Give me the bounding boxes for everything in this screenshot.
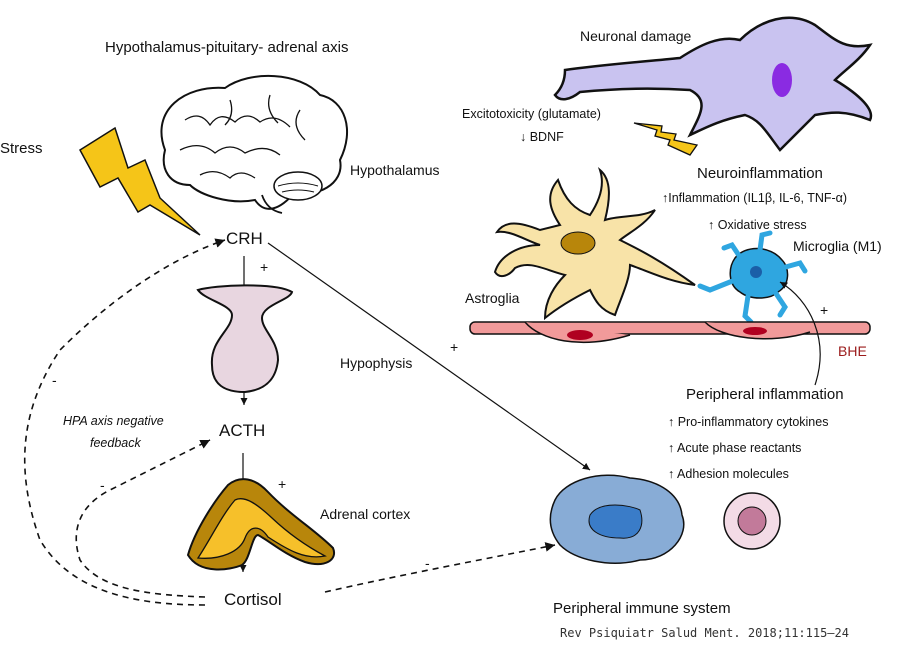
pituitary-gland-icon bbox=[196, 284, 294, 394]
microglia-label: Microglia (M1) bbox=[793, 238, 882, 254]
adrenal-cortex-icon bbox=[186, 478, 336, 571]
neuron-icon bbox=[553, 16, 873, 152]
stress-label: Stress bbox=[0, 140, 43, 157]
cortisol-to-crh-feedback-arrow bbox=[23, 238, 226, 606]
acute-phase-label: ↑ Acute phase reactants bbox=[668, 441, 801, 455]
hypophysis-label: Hypophysis bbox=[340, 355, 412, 371]
microglia-icon bbox=[697, 230, 808, 325]
cytokines-label: ↑ Pro-inflammatory cytokines bbox=[668, 415, 828, 429]
diagram-title: Hypothalamus-pituitary- adrenal axis bbox=[105, 39, 348, 56]
bhe-label: BHE bbox=[838, 343, 867, 359]
hypothalamus-label: Hypothalamus bbox=[350, 162, 440, 178]
peripheral-immune-label: Peripheral immune system bbox=[553, 600, 731, 617]
plus-sign: + bbox=[278, 476, 286, 492]
minus-sign: - bbox=[52, 372, 57, 388]
neuronal-damage-label: Neuronal damage bbox=[580, 28, 692, 44]
oxidative-stress-label: ↑ Oxidative stress bbox=[708, 218, 807, 232]
excitotoxicity-label: Excitotoxicity (glutamate) bbox=[462, 107, 601, 121]
hpa-feedback-label-line1: HPA axis negative bbox=[63, 414, 164, 428]
macrophage-icon bbox=[549, 474, 685, 564]
blood-brain-barrier-vessel bbox=[469, 321, 871, 344]
cortisol-to-immune-arrow bbox=[324, 542, 556, 593]
plus-sign: + bbox=[820, 302, 828, 318]
minus-sign: - bbox=[425, 555, 430, 571]
cortisol-to-acth-feedback-arrow bbox=[75, 439, 211, 598]
crh-label: CRH bbox=[226, 229, 263, 248]
astrocyte-icon bbox=[493, 166, 696, 321]
neuroinflammation-label: Neuroinflammation bbox=[697, 165, 823, 182]
peripheral-inflammation-label: Peripheral inflammation bbox=[686, 386, 844, 403]
stress-lightning-icon bbox=[79, 126, 201, 236]
plus-sign: + bbox=[260, 259, 268, 275]
brain-icon bbox=[160, 74, 349, 214]
excitotoxicity-lightning-icon bbox=[633, 122, 699, 156]
adhesion-label: ↑ Adhesion molecules bbox=[668, 467, 789, 481]
crh-to-immune-arrow bbox=[267, 242, 591, 471]
astroglia-label: Astroglia bbox=[465, 290, 520, 306]
hpa-feedback-label-line2: feedback bbox=[90, 436, 141, 450]
acth-label: ACTH bbox=[219, 421, 265, 440]
citation: Rev Psiquiatr Salud Ment. 2018;11:115–24 bbox=[560, 626, 849, 640]
plus-sign: + bbox=[450, 339, 458, 355]
inflammation-label: ↑Inflammation (IL1β, IL-6, TNF-α) bbox=[662, 191, 847, 205]
bdnf-label: ↓ BDNF bbox=[520, 130, 564, 144]
peripheral-to-microglia-arrow bbox=[779, 281, 821, 386]
adrenal-cortex-label: Adrenal cortex bbox=[320, 506, 410, 522]
minus-sign: - bbox=[100, 477, 105, 493]
lymphocyte-icon bbox=[723, 492, 781, 550]
cortisol-label: Cortisol bbox=[224, 590, 282, 609]
